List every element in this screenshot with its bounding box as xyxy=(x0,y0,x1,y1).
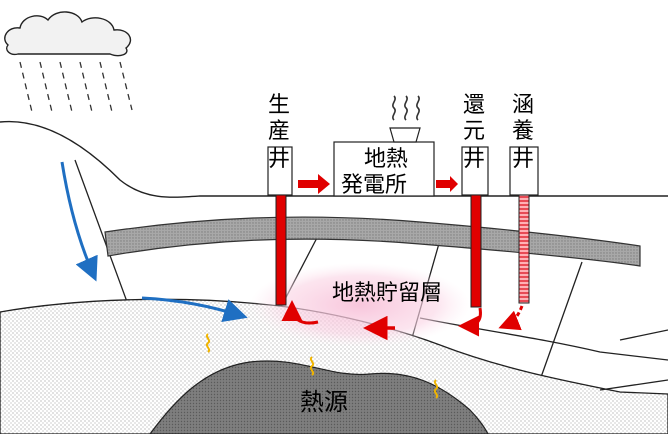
cap-rock-layer xyxy=(104,216,641,267)
svg-text:元: 元 xyxy=(463,119,485,144)
svg-text:発電所: 発電所 xyxy=(341,173,407,198)
heat-wave-icons xyxy=(205,333,439,399)
production-well-label: 生 産 井 xyxy=(268,93,290,172)
svg-text:井: 井 xyxy=(268,147,290,172)
heat-source-label: 熱源 xyxy=(300,388,348,416)
recharge-well-label: 涵 養 井 xyxy=(512,93,534,172)
cloud-icon xyxy=(4,11,132,57)
reinjection-well xyxy=(461,146,489,308)
production-well xyxy=(267,146,293,306)
recharge-well xyxy=(509,146,539,304)
svg-text:還: 還 xyxy=(463,93,485,118)
svg-text:涵: 涵 xyxy=(512,93,534,118)
heat-source-body xyxy=(148,360,489,435)
reservoir-label: 地熱貯留層 xyxy=(332,281,442,306)
rain-lines xyxy=(19,61,133,113)
power-plant xyxy=(333,95,435,197)
svg-text:産: 産 xyxy=(268,119,290,144)
svg-text:井: 井 xyxy=(463,147,485,172)
svg-text:井: 井 xyxy=(512,147,534,172)
groundwater-flow-arrows xyxy=(60,161,248,323)
power-plant-label: 地熱 発電所 xyxy=(341,147,408,198)
hot-fluid-arrows xyxy=(281,174,524,341)
reinjection-well-label: 還 元 井 xyxy=(463,93,485,172)
ground-surface xyxy=(0,120,668,198)
svg-text:地熱: 地熱 xyxy=(364,147,408,172)
svg-text:生: 生 xyxy=(268,93,290,118)
svg-text:養: 養 xyxy=(512,119,534,144)
reservoir-glow xyxy=(250,263,470,347)
